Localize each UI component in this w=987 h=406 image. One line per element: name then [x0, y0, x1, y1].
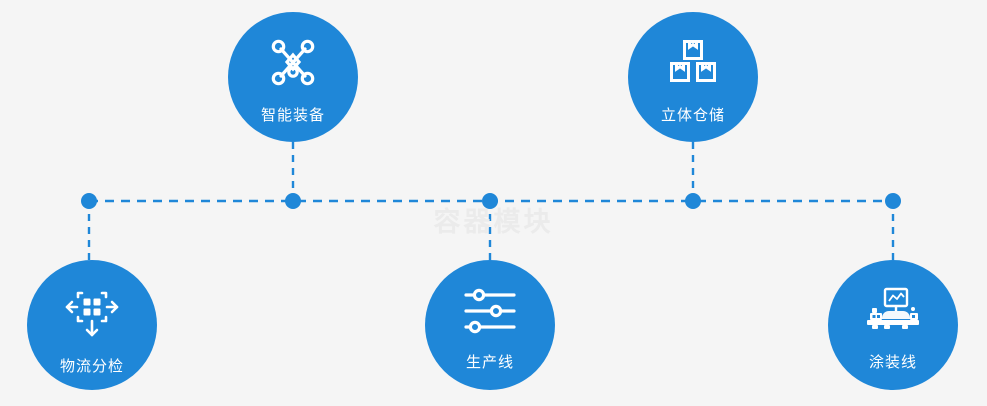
- node-label-production-line: 生产线: [465, 353, 514, 371]
- stacked-boxes-icon: [666, 36, 720, 90]
- spine-joint-dot: [81, 193, 97, 209]
- network-nodes-icon: [266, 36, 320, 90]
- node-label-intelligent-equipment: 智能装备: [260, 106, 325, 124]
- node-label-stereoscopic-warehouse: 立体仓储: [660, 106, 725, 124]
- spine-joint-dot: [482, 193, 498, 209]
- node-painting-line[interactable]: 涂装线: [828, 260, 958, 390]
- node-stereoscopic-warehouse[interactable]: 立体仓储: [628, 12, 758, 142]
- node-label-painting-line: 涂装线: [868, 353, 917, 371]
- node-production-line[interactable]: 生产线: [425, 260, 555, 390]
- sorting-arrows-icon: [64, 287, 120, 339]
- sliders-icon: [462, 287, 518, 335]
- node-logistics-sorting[interactable]: 物流分检: [27, 260, 157, 390]
- node-label-logistics-sorting: 物流分检: [59, 357, 124, 375]
- node-intelligent-equipment[interactable]: 智能装备: [228, 12, 358, 142]
- spine-joint-dot: [285, 193, 301, 209]
- spine-joint-dot: [885, 193, 901, 209]
- industrial-workstation-icon: [864, 287, 922, 335]
- spine-joint-dot: [685, 193, 701, 209]
